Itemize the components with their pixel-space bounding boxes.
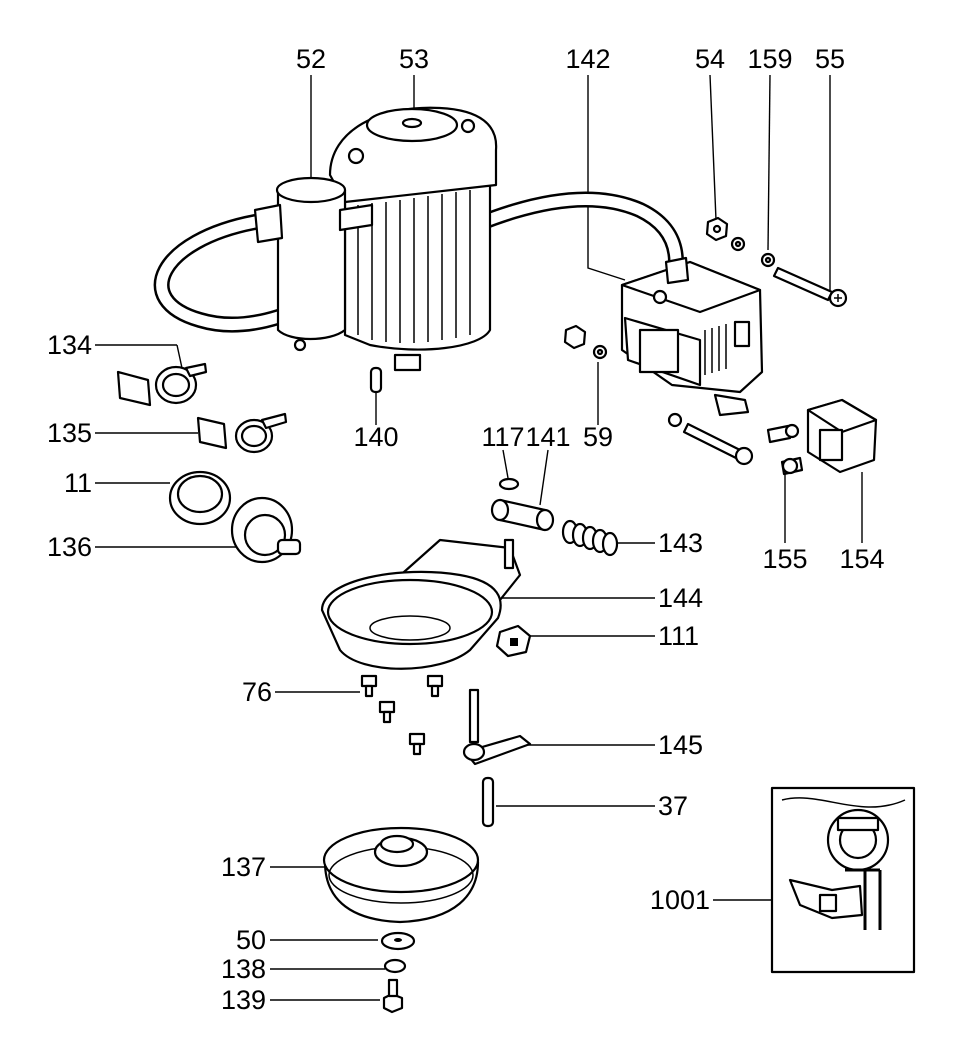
nut-54 [705,216,729,242]
fitting-136 [230,496,302,564]
label-52: 52 [296,44,326,74]
clip-134 [116,362,208,407]
label-54: 54 [695,44,725,74]
screws-155 [766,423,804,476]
lever-145 [462,688,532,766]
motor-housing [293,106,498,372]
label-137: 137 [221,852,266,882]
label-144: 144 [658,583,703,613]
label-159: 159 [747,44,792,74]
wiring-inset-1001 [770,786,916,974]
washer-117 [498,477,520,491]
washer-138 [383,958,407,974]
screw-139 [382,978,404,1014]
label-143: 143 [658,528,703,558]
label-154: 154 [839,544,884,574]
washer-pair [730,236,776,268]
pulley-137 [322,826,480,924]
screws-76 [360,674,444,756]
nut-111 [495,624,532,658]
label-138: 138 [221,954,266,984]
pin-140 [369,366,383,394]
label-140: 140 [353,422,398,452]
pin-37 [481,776,495,828]
ring-11 [168,470,232,526]
label-145: 145 [658,730,703,760]
label-1001: 1001 [650,885,710,915]
label-50: 50 [236,925,266,955]
part-154 [806,398,878,474]
nut-washer-59 [563,324,608,360]
screw-55 [772,266,848,308]
clip-135 [196,412,288,454]
label-53: 53 [399,44,429,74]
label-117: 117 [481,422,524,452]
label-155: 155 [762,544,807,574]
label-142: 142 [565,44,610,74]
part-labels: 52 53 142 54 159 55 134 135 140 117 141 … [47,44,885,1015]
capacitor [253,176,374,340]
spring-143 [561,519,619,557]
label-139: 139 [221,985,266,1015]
label-11: 11 [64,468,92,498]
label-136: 136 [47,532,92,562]
label-59: 59 [583,422,613,452]
switch-assembly [620,256,764,417]
washer-50 [380,931,416,951]
label-135: 135 [47,418,92,448]
screw-lower-switch [667,412,754,466]
label-141: 141 [525,422,570,452]
base-144 [320,538,522,670]
label-55: 55 [815,44,845,74]
leader-lines [95,74,863,1001]
label-111: 111 [658,621,699,651]
sleeve-141 [490,498,555,532]
label-76: 76 [242,677,272,707]
label-134: 134 [47,330,92,360]
label-37: 37 [658,791,688,821]
